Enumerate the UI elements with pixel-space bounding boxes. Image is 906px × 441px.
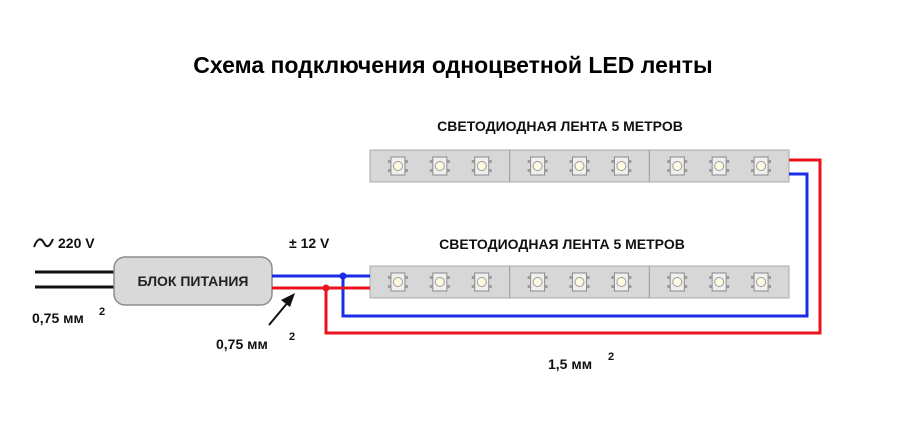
positive-junction <box>322 284 330 292</box>
smd-led-icon <box>527 156 548 176</box>
long-wire-gauge: 1,5 мм <box>548 356 592 372</box>
smd-led-icon <box>709 272 730 292</box>
diagram-title: Схема подключения одноцветной LED ленты <box>193 52 712 78</box>
smd-led-icon <box>471 156 492 176</box>
mains-wires <box>35 270 115 289</box>
smd-led-icon <box>611 272 632 292</box>
power-supply: БЛОК ПИТАНИЯ <box>113 256 273 306</box>
power-supply-body <box>113 256 273 306</box>
input-wire-gauge-sup: 2 <box>99 306 105 318</box>
pointer-arrow-icon <box>268 293 295 326</box>
dc-output-label: ± 12 V <box>289 235 330 251</box>
smd-led-icon <box>569 156 590 176</box>
smd-led-icon <box>751 156 772 176</box>
smd-led-icon <box>527 272 548 292</box>
negative-wire <box>272 172 809 318</box>
smd-led-icon <box>569 272 590 292</box>
smd-led-icon <box>667 272 688 292</box>
power-supply-label: БЛОК ПИТАНИЯ <box>137 273 248 289</box>
output-wire-gauge: 0,75 мм <box>216 336 268 352</box>
strip-bottom-label: СВЕТОДИОДНАЯ ЛЕНТА 5 МЕТРОВ <box>439 236 685 252</box>
ac-sine-icon <box>33 238 54 248</box>
smd-led-icon <box>751 272 772 292</box>
strip-top-label: СВЕТОДИОДНАЯ ЛЕНТА 5 МЕТРОВ <box>437 118 683 134</box>
positive-wire <box>272 158 822 335</box>
smd-led-icon <box>471 272 492 292</box>
smd-led-icon <box>667 156 688 176</box>
smd-led-icon <box>387 272 408 292</box>
output-wire-gauge-sup: 2 <box>289 331 295 343</box>
smd-led-icon <box>387 156 408 176</box>
long-wire-gauge-sup: 2 <box>608 351 614 363</box>
ac-input-label: 220 V <box>58 235 95 251</box>
smd-led-icon <box>611 156 632 176</box>
smd-led-icon <box>709 156 730 176</box>
negative-junction <box>339 272 347 280</box>
input-wire-gauge: 0,75 мм <box>32 310 84 326</box>
smd-led-icon <box>429 272 450 292</box>
led-strip-bottom <box>369 265 790 299</box>
led-strip-top <box>369 149 790 183</box>
smd-led-icon <box>429 156 450 176</box>
